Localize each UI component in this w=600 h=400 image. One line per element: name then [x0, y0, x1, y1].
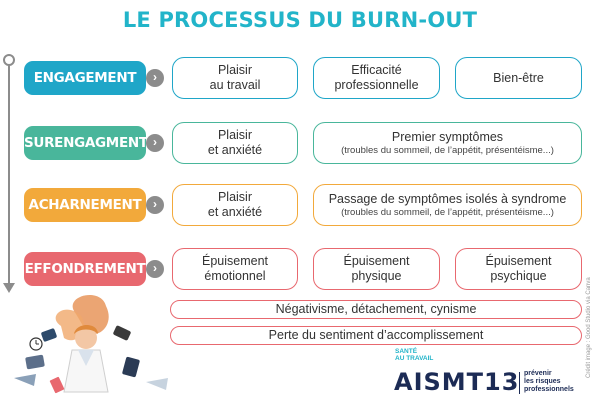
box-line: et anxiété	[207, 205, 263, 219]
box-line: Passage de symptômes isolés à syndrome	[328, 191, 567, 206]
image-credit: Crédit image : Good Studio via Canva	[586, 277, 592, 378]
stage-acharnement: ACHARNEMENT	[24, 188, 146, 222]
stage-surengagement: SURENGAGMENT	[24, 126, 148, 160]
box-line: Premier symptômes	[391, 129, 504, 144]
box-line: Plaisir	[217, 128, 253, 142]
stage-effondrement: EFFONDREMENT	[24, 252, 146, 286]
logo-tag-line: professionnels	[524, 386, 574, 393]
logo-name: AISMT13	[394, 368, 520, 396]
box-line: psychique	[490, 269, 547, 283]
logo-top-line: SANTÉ	[395, 348, 418, 355]
box-line: physique	[351, 269, 402, 283]
chevron-right-icon: ›	[146, 69, 164, 87]
box-line: et anxiété	[207, 143, 263, 157]
stage-engagement: ENGAGEMENT	[24, 61, 146, 95]
logo-divider	[519, 372, 520, 394]
box-line: Épuisement	[343, 254, 410, 268]
page-title: LE PROCESSUS DU BURN-OUT	[122, 8, 478, 32]
box-line: émotionnel	[204, 269, 266, 283]
box-line: Bien-être	[493, 70, 544, 85]
box-negativisme: Négativisme, détachement, cynisme	[170, 300, 582, 319]
box-effondrement-emotionnel: Épuisement émotionnel	[172, 248, 298, 290]
box-subline: (troubles du sommeil, de l’appétit, prés…	[341, 144, 554, 156]
chevron-right-icon: ›	[146, 196, 164, 214]
box-effondrement-psychique: Épuisement psychique	[455, 248, 582, 290]
box-acharnement-plaisir: Plaisir et anxiété	[172, 184, 298, 226]
box-engagement-bien-etre: Bien-être	[455, 57, 582, 99]
logo-tag-line: prévenir	[524, 370, 552, 377]
logo-tagline: prévenir les risques professionnels	[524, 370, 574, 394]
timeline-arrow-down-icon	[3, 283, 15, 293]
box-subline: (troubles du sommeil, de l’appétit, prés…	[341, 206, 554, 218]
chevron-right-icon: ›	[146, 134, 164, 152]
box-engagement-efficacite: Efficacité professionnelle	[313, 57, 440, 99]
box-acharnement-syndrome: Passage de symptômes isolés à syndrome (…	[313, 184, 582, 226]
logo-top-line: AU TRAVAIL	[395, 355, 434, 362]
box-line: Épuisement	[201, 254, 268, 268]
box-surengagement-plaisir: Plaisir et anxiété	[172, 122, 298, 164]
box-line: Plaisir	[217, 190, 253, 204]
box-line: Efficacité	[351, 63, 402, 77]
timeline-line	[8, 58, 10, 284]
stressed-person-illustration	[14, 294, 168, 394]
box-perte-accomplissement: Perte du sentiment d’accomplissement	[170, 326, 582, 345]
box-line: au travail	[209, 78, 261, 92]
logo-tag-line: les risques	[524, 378, 561, 385]
box-effondrement-physique: Épuisement physique	[313, 248, 440, 290]
logo-tagline-top: SANTÉ AU TRAVAIL	[395, 348, 433, 362]
chevron-right-icon: ›	[146, 260, 164, 278]
box-line: professionnelle	[334, 78, 419, 92]
box-engagement-plaisir: Plaisir au travail	[172, 57, 298, 99]
timeline-start-dot	[3, 54, 15, 66]
box-line: Plaisir	[217, 63, 253, 77]
box-line: Épuisement	[485, 254, 552, 268]
box-surengagement-symptomes: Premier symptômes (troubles du sommeil, …	[313, 122, 582, 164]
